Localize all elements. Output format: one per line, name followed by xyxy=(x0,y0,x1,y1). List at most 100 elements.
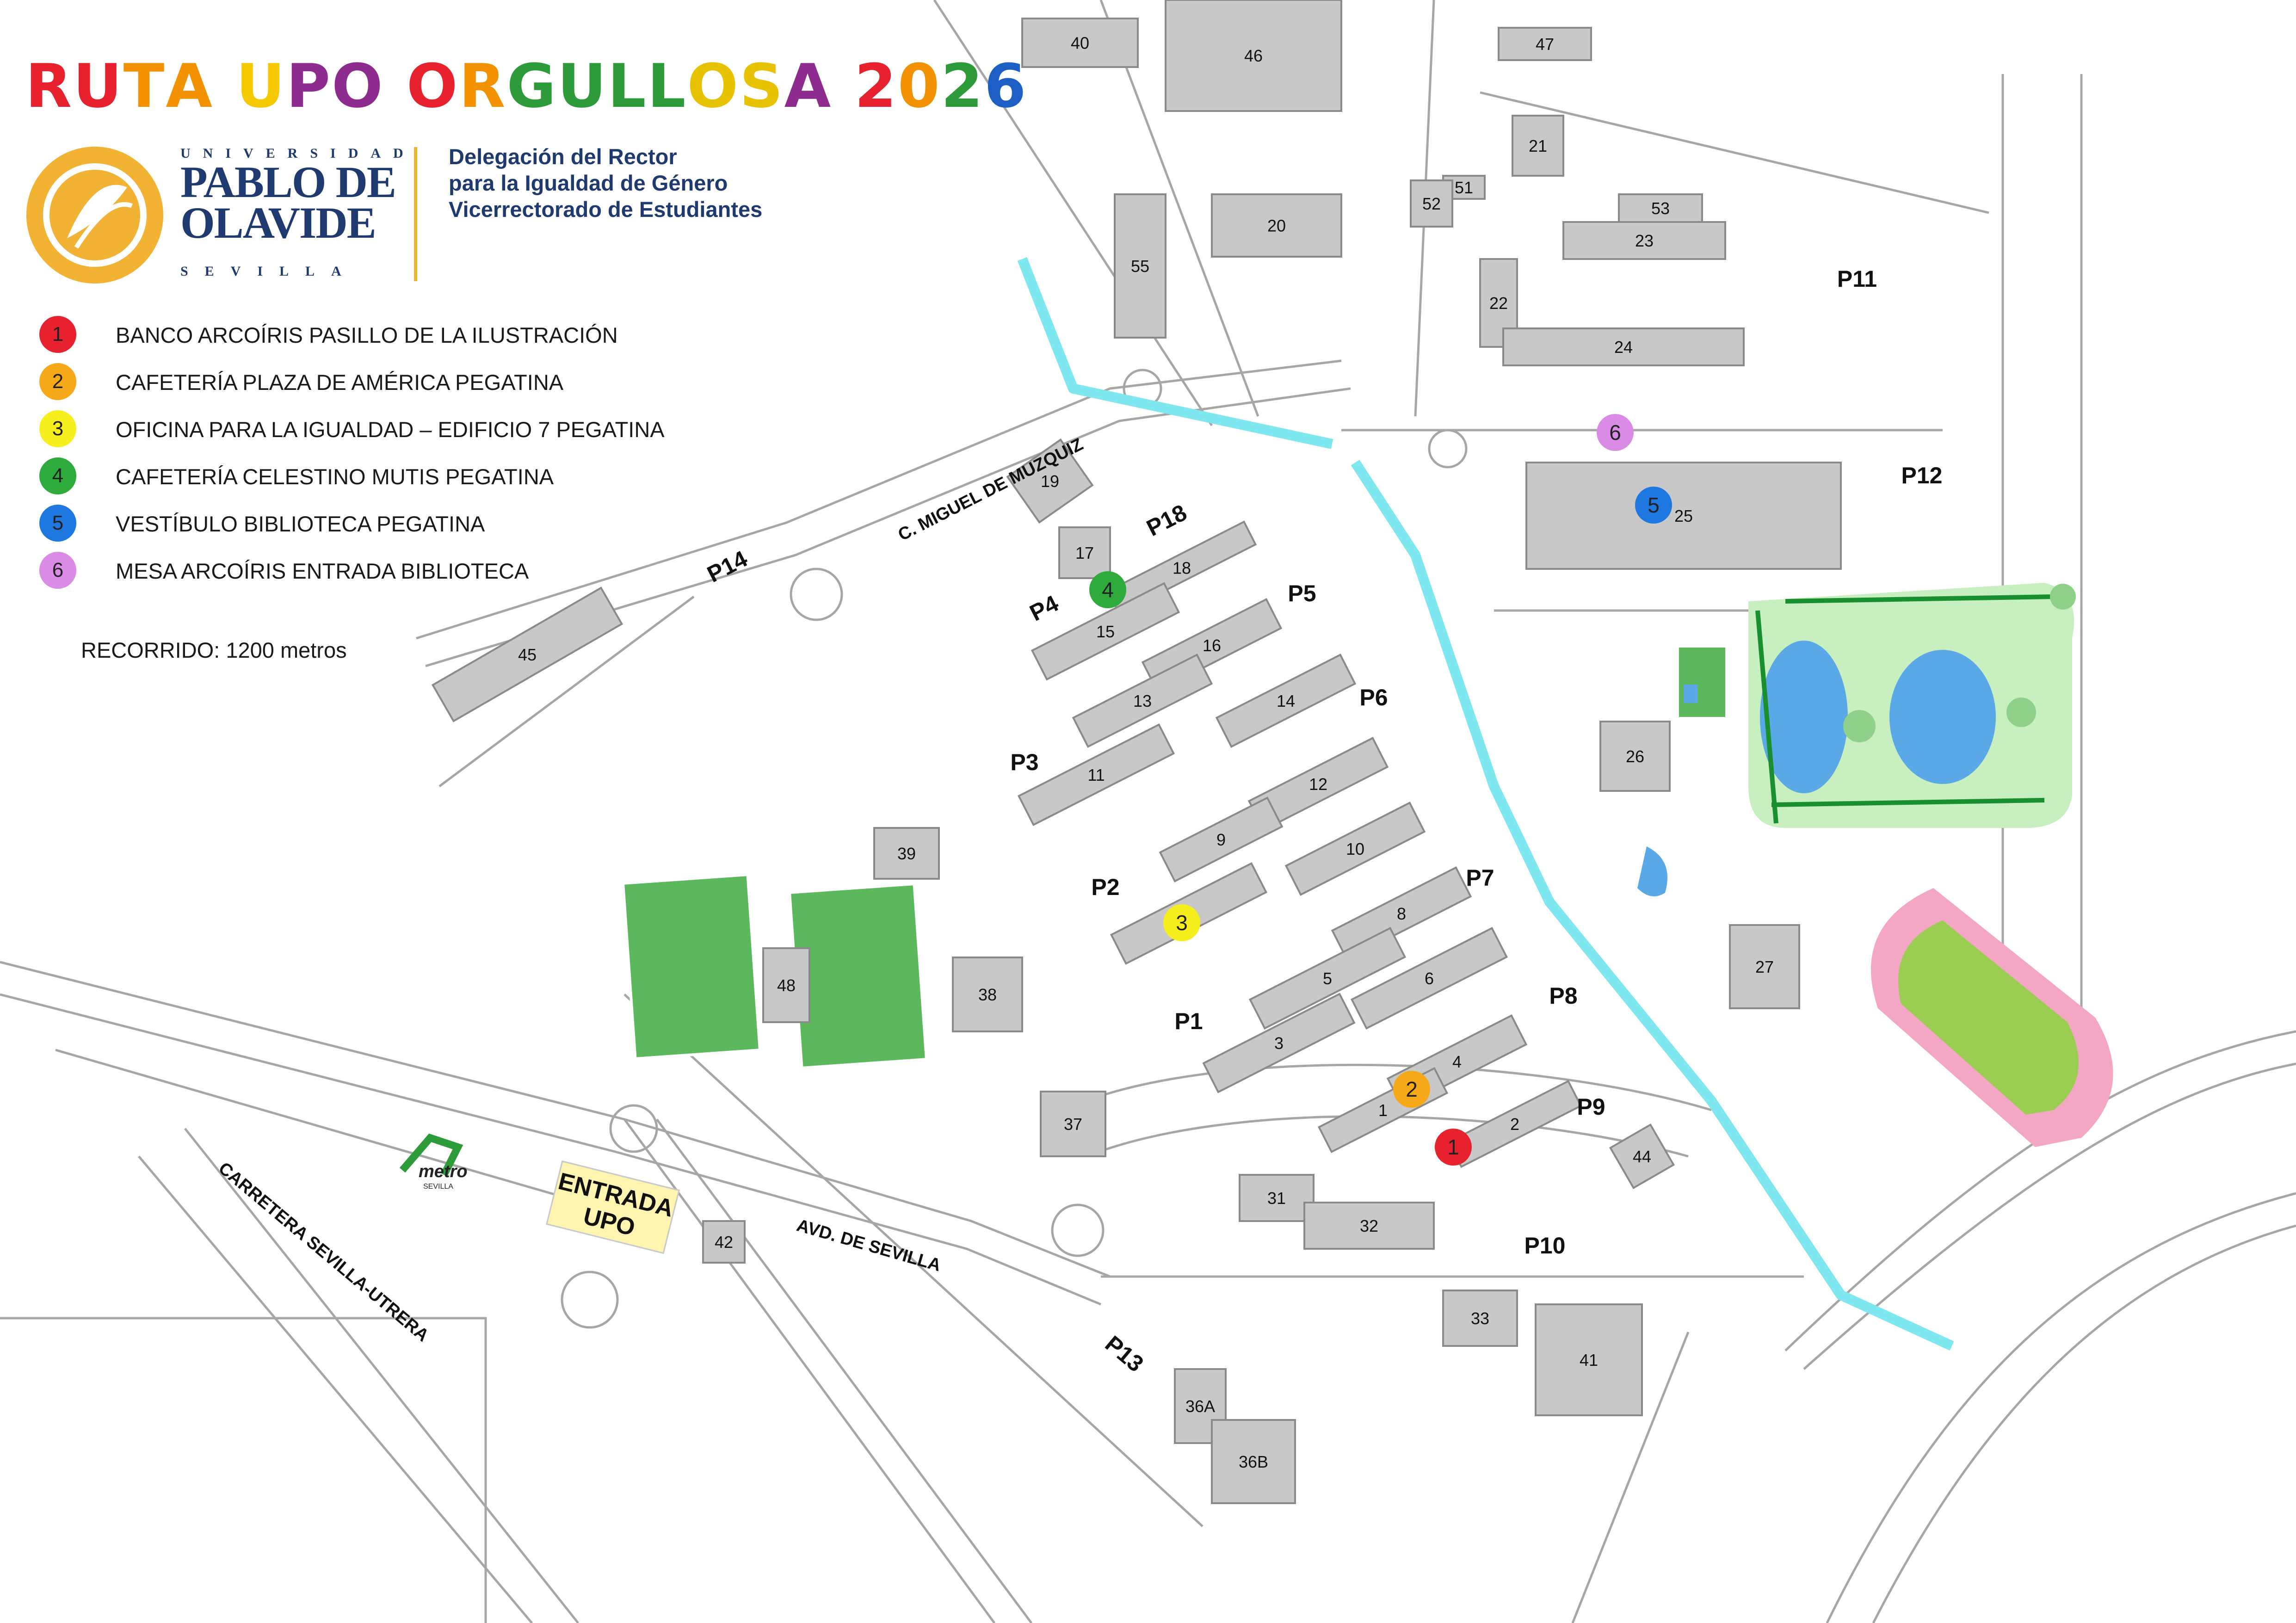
delegation-line3: Vicerrectorado de Estudiantes xyxy=(449,197,763,222)
building-45 xyxy=(431,586,623,722)
route-marker-1 xyxy=(1435,1129,1472,1166)
building-number: 25 xyxy=(1674,506,1693,525)
building-number: 24 xyxy=(1614,338,1633,357)
athletics-track xyxy=(1871,888,2113,1147)
building-number: 55 xyxy=(1131,257,1149,276)
title-letter: R xyxy=(459,51,507,121)
building-number: 17 xyxy=(1075,543,1094,562)
building-number: 19 xyxy=(1041,472,1059,491)
building-8 xyxy=(1331,866,1472,961)
building-46 xyxy=(1165,0,1342,112)
building-33 xyxy=(1442,1290,1518,1347)
building-number: 5 xyxy=(1323,969,1332,988)
legend-item: 4 CAFETERÍA CELESTINO MUTIS PEGATINA xyxy=(39,457,826,494)
building-26 xyxy=(1599,721,1671,792)
metro-sevilla-logo: metro SEVILLA xyxy=(399,1133,468,1191)
building-number: 44 xyxy=(1633,1147,1651,1166)
building-31 xyxy=(1239,1174,1315,1222)
building-number: 36B xyxy=(1239,1452,1268,1471)
route-marker-number: 3 xyxy=(1176,911,1188,935)
title-letter: U xyxy=(557,51,608,121)
building-24 xyxy=(1502,327,1745,366)
parking-label: P18 xyxy=(1142,500,1191,541)
legend-item: 5 VESTÍBULO BIBLIOTECA PEGATINA xyxy=(39,505,826,542)
building-23 xyxy=(1562,221,1726,260)
parking-label: P10 xyxy=(1524,1233,1566,1259)
building-number: 26 xyxy=(1626,747,1644,766)
legend-marker: 3 xyxy=(39,410,76,447)
building-number: 20 xyxy=(1267,216,1286,235)
parking-label: P3 xyxy=(1010,749,1038,775)
building-47 xyxy=(1498,27,1592,61)
title-letter: R xyxy=(25,51,74,121)
building-37 xyxy=(1040,1091,1106,1157)
building-number: 32 xyxy=(1360,1216,1378,1235)
building-17 xyxy=(1058,526,1111,579)
title-letter: S xyxy=(739,51,784,121)
parking-label: P8 xyxy=(1549,983,1577,1009)
legend-item: 6 MESA ARCOÍRIS ENTRADA BIBLIOTECA xyxy=(39,552,826,589)
building-number: 39 xyxy=(897,844,916,863)
building-number: 9 xyxy=(1216,830,1226,849)
logo-name: PABLO DE OLAVIDE xyxy=(180,160,396,247)
route-marker-number: 5 xyxy=(1648,493,1660,517)
legend-label: OFICINA PARA LA IGUALDAD – EDIFICIO 7 PE… xyxy=(116,417,665,442)
building-number: 47 xyxy=(1536,35,1554,54)
parking-label: P12 xyxy=(1901,463,1943,488)
entrance-upo: ENTRADA UPO xyxy=(546,1160,680,1254)
building-48 xyxy=(762,947,810,1023)
building-number: 11 xyxy=(1087,765,1105,784)
building-number: 51 xyxy=(1455,178,1473,197)
legend-label: MESA ARCOÍRIS ENTRADA BIBLIOTECA xyxy=(116,559,529,583)
building-5 xyxy=(1248,926,1407,1030)
building-number: 18 xyxy=(1173,559,1191,578)
title-letter xyxy=(832,51,854,121)
building-10 xyxy=(1284,802,1426,896)
building-3 xyxy=(1202,993,1356,1093)
parking-label: P13 xyxy=(1100,1331,1148,1377)
route-length: RECORRIDO: 1200 metros xyxy=(81,638,347,662)
title-letter xyxy=(214,51,236,121)
building-number: 52 xyxy=(1422,194,1441,213)
building-number: 37 xyxy=(1064,1115,1082,1134)
metro-label: metro xyxy=(419,1162,468,1181)
legend-marker: 1 xyxy=(39,316,76,353)
building-number: 42 xyxy=(715,1233,733,1252)
title-letter xyxy=(384,51,407,121)
park xyxy=(1748,583,2076,828)
pond xyxy=(1637,846,1667,896)
parking-label: P1 xyxy=(1174,1008,1203,1034)
legend-marker: 6 xyxy=(39,552,76,589)
building-number: 38 xyxy=(978,985,997,1004)
title-letter: 2 xyxy=(854,51,898,121)
building-21 xyxy=(1512,115,1564,177)
building-number: 31 xyxy=(1267,1189,1286,1208)
building-number: 1 xyxy=(1378,1101,1388,1120)
building-36B xyxy=(1211,1419,1296,1504)
building-20 xyxy=(1211,193,1342,258)
legend-marker: 4 xyxy=(39,457,76,494)
building-39 xyxy=(873,827,940,880)
building-number: 48 xyxy=(777,976,796,995)
building-number: 2 xyxy=(1510,1115,1519,1134)
route-marker-number: 6 xyxy=(1609,420,1621,444)
parking-label: P11 xyxy=(1837,266,1877,292)
title-letter: O xyxy=(687,51,740,121)
metro-sublabel: SEVILLA xyxy=(423,1183,453,1191)
buildings xyxy=(431,0,1842,1504)
title-letter: A xyxy=(784,51,833,121)
building-11 xyxy=(1017,723,1175,827)
building-number: 23 xyxy=(1635,231,1654,250)
building-number: 36A xyxy=(1185,1397,1215,1416)
building-53 xyxy=(1618,193,1703,223)
logo-name-line2: OLAVIDE xyxy=(180,198,376,247)
building-25 xyxy=(1525,462,1842,570)
building-19 xyxy=(1006,438,1094,524)
title-letter: P xyxy=(286,51,332,121)
logo-city: SEVILLA xyxy=(180,264,358,279)
route-marker-3 xyxy=(1163,904,1200,941)
building-number: 33 xyxy=(1471,1309,1489,1328)
legend-item: 1 BANCO ARCOÍRIS PASILLO DE LA ILUSTRACI… xyxy=(39,316,826,353)
